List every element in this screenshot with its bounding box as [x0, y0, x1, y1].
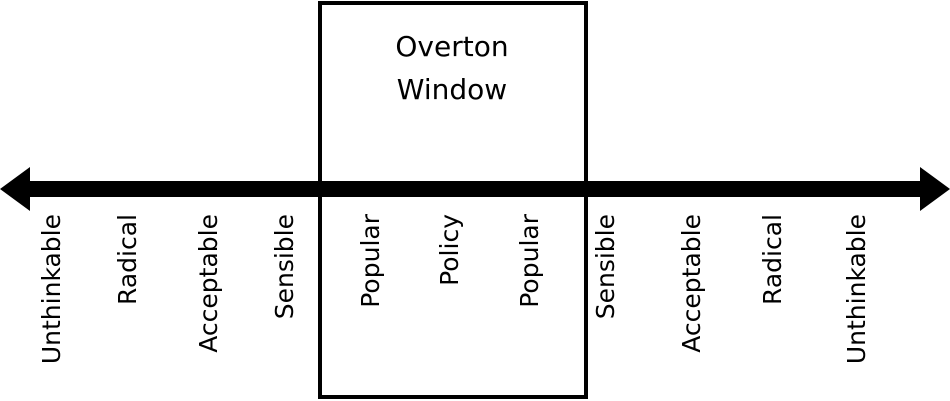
spectrum-label: Policy	[435, 214, 464, 286]
spectrum-label: Acceptable	[677, 214, 706, 353]
spectrum-label: Unthinkable	[37, 214, 66, 364]
overton-window-frame	[318, 1, 588, 399]
spectrum-label: Radical	[113, 214, 142, 305]
spectrum-label: Popular	[356, 213, 385, 307]
spectrum-label: Radical	[758, 214, 787, 305]
spectrum-label: Unthinkable	[842, 214, 871, 364]
left-arrowhead-icon	[0, 167, 30, 211]
spectrum-labels: Unthinkable Radical Acceptable Sensible Popu…	[37, 213, 871, 364]
window-title-line1: Overton	[395, 30, 508, 63]
spectrum-label: Sensible	[591, 214, 620, 319]
spectrum-label: Sensible	[270, 214, 299, 319]
window-title-line2: Window	[397, 73, 507, 106]
right-arrowhead-icon	[920, 167, 950, 211]
spectrum-label: Acceptable	[194, 214, 223, 353]
spectrum-axis-line	[20, 181, 930, 197]
spectrum-label: Popular	[515, 213, 544, 307]
